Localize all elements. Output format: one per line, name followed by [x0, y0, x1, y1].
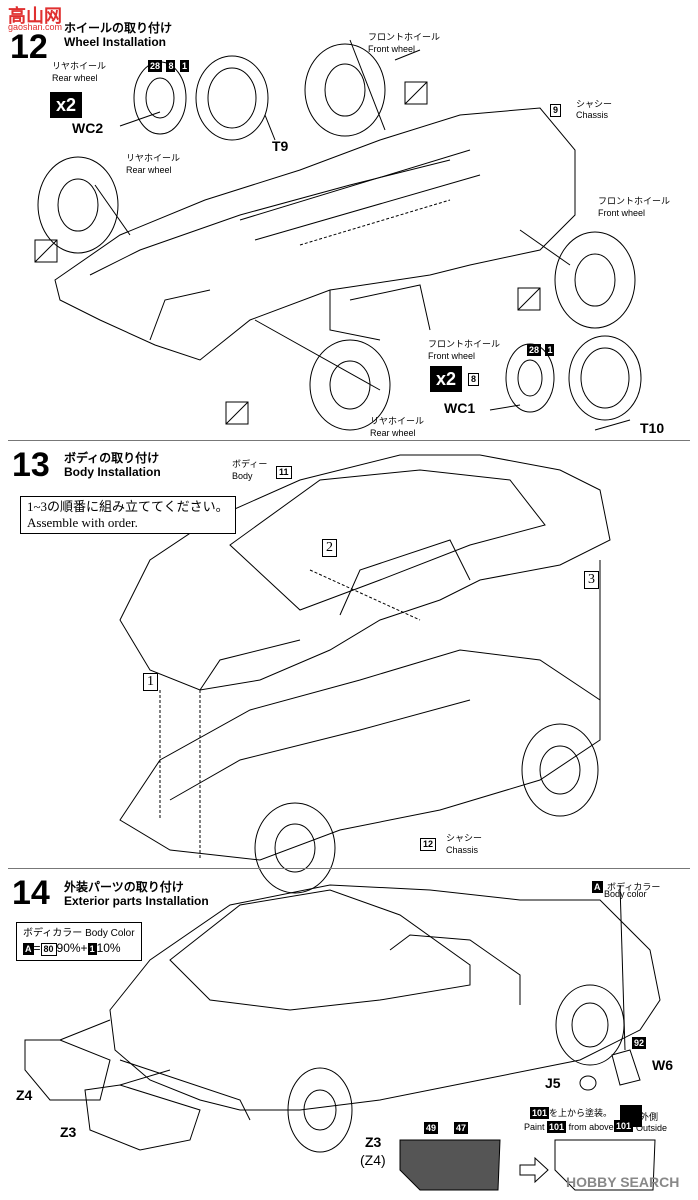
paint-note-en: Paint 101 from above.	[524, 1121, 617, 1133]
chassis-part-number: 12	[420, 834, 437, 852]
front-wheel-mid-en: Front wheel	[428, 351, 476, 361]
decal-49: 49	[424, 1122, 439, 1134]
part-number: 28	[148, 60, 163, 72]
part-number: 9	[550, 104, 562, 117]
front-wheel-label-en: Front wheel	[368, 44, 416, 54]
part-number: 1	[179, 60, 189, 72]
order-marker-2: 2	[322, 539, 337, 557]
body-label-en: Body	[232, 471, 253, 481]
assembly-order-note: 1~3の順番に組み立ててください。 Assemble with order.	[20, 496, 236, 534]
order-marker-1: 1	[143, 673, 158, 691]
rear-wheel-bottom-en: Rear wheel	[370, 428, 416, 438]
part-label-wc1: WC1	[444, 400, 476, 416]
step-title-en: Body Installation	[64, 465, 161, 479]
step-title-en: Exterior parts Installation	[64, 894, 209, 908]
step-title-jp: ホイールの取り付け	[64, 21, 173, 35]
rear-wheel-label-jp: リヤホイール	[52, 61, 107, 71]
quantity-badge: x2	[50, 92, 82, 118]
body-part-number: 11	[276, 462, 292, 480]
divider	[8, 440, 690, 441]
decal-part-label: Z3	[365, 1134, 382, 1150]
rear-parts-list: 28 8 1	[148, 56, 189, 74]
chassis-label-en: Chassis	[576, 110, 609, 120]
watermark-url: gaoshan.com	[8, 22, 63, 32]
outside-label-jp: 外側	[640, 1112, 659, 1122]
note-jp: 1~3の順番に組み立ててください。	[27, 499, 229, 514]
body-label-jp: ボディー	[232, 459, 268, 469]
step-title-jp: 外装パーツの取り付け	[64, 880, 184, 894]
body-color-callout-en: Body color	[604, 889, 647, 899]
body-color-callout: A ボディカラー	[592, 881, 661, 893]
chassis-label-en: Chassis	[446, 845, 479, 855]
front-wheel-mid-jp: フロントホイール	[428, 339, 501, 349]
part-92: 92	[632, 1037, 647, 1049]
part-label-w6: W6	[652, 1057, 673, 1073]
step-number: 14	[12, 874, 50, 912]
front-parts-list: 28 1	[527, 340, 555, 358]
body-color-title: ボディカラー Body Color	[23, 928, 135, 939]
hobby-search-logo: HOBBY SEARCH	[566, 1174, 680, 1190]
order-marker-3: 3	[584, 571, 599, 589]
watermark-logo: 高山网	[8, 6, 62, 26]
decal-47: 47	[454, 1122, 469, 1134]
front-wheel-right-jp: フロントホイール	[598, 196, 671, 206]
part-label-j5: J5	[545, 1075, 561, 1091]
front-wheel-right-en: Front wheel	[598, 208, 646, 218]
chassis-label-jp: シャシー	[576, 99, 613, 109]
step-number: 13	[12, 446, 50, 484]
rear-wheel-bottom-jp: リヤホイール	[370, 416, 425, 426]
decal-part-label-alt: (Z4)	[360, 1152, 386, 1168]
step-title-en: Wheel Installation	[64, 35, 167, 49]
outside-label-en: Outside	[636, 1123, 668, 1133]
part-label-z4: Z4	[16, 1087, 33, 1103]
divider	[8, 868, 690, 869]
part-label-z3: Z3	[60, 1124, 77, 1140]
front-wheel-label-jp: フロントホイール	[368, 32, 441, 42]
rear-wheel-label-en: Rear wheel	[52, 73, 98, 83]
step-number: 12	[10, 28, 48, 66]
part-label-wc2: WC2	[72, 120, 104, 136]
part-8: 8	[468, 369, 480, 387]
step-title-jp: ボディの取り付け	[64, 451, 160, 465]
chassis-label-jp: シャシー	[446, 833, 483, 843]
chassis-label: 9	[550, 100, 562, 118]
outside-code: 101	[614, 1120, 634, 1132]
quantity-badge: x2	[430, 366, 462, 392]
part-label-t9: T9	[272, 138, 289, 154]
part-number: 28	[527, 344, 542, 356]
rear-wheel-left-en: Rear wheel	[126, 165, 172, 175]
part-label-t10: T10	[640, 420, 665, 436]
part-number: 1	[545, 344, 555, 356]
note-en: Assemble with order.	[27, 515, 138, 530]
part-number: 8	[166, 60, 176, 72]
rear-wheel-left-jp: リヤホイール	[126, 153, 181, 163]
